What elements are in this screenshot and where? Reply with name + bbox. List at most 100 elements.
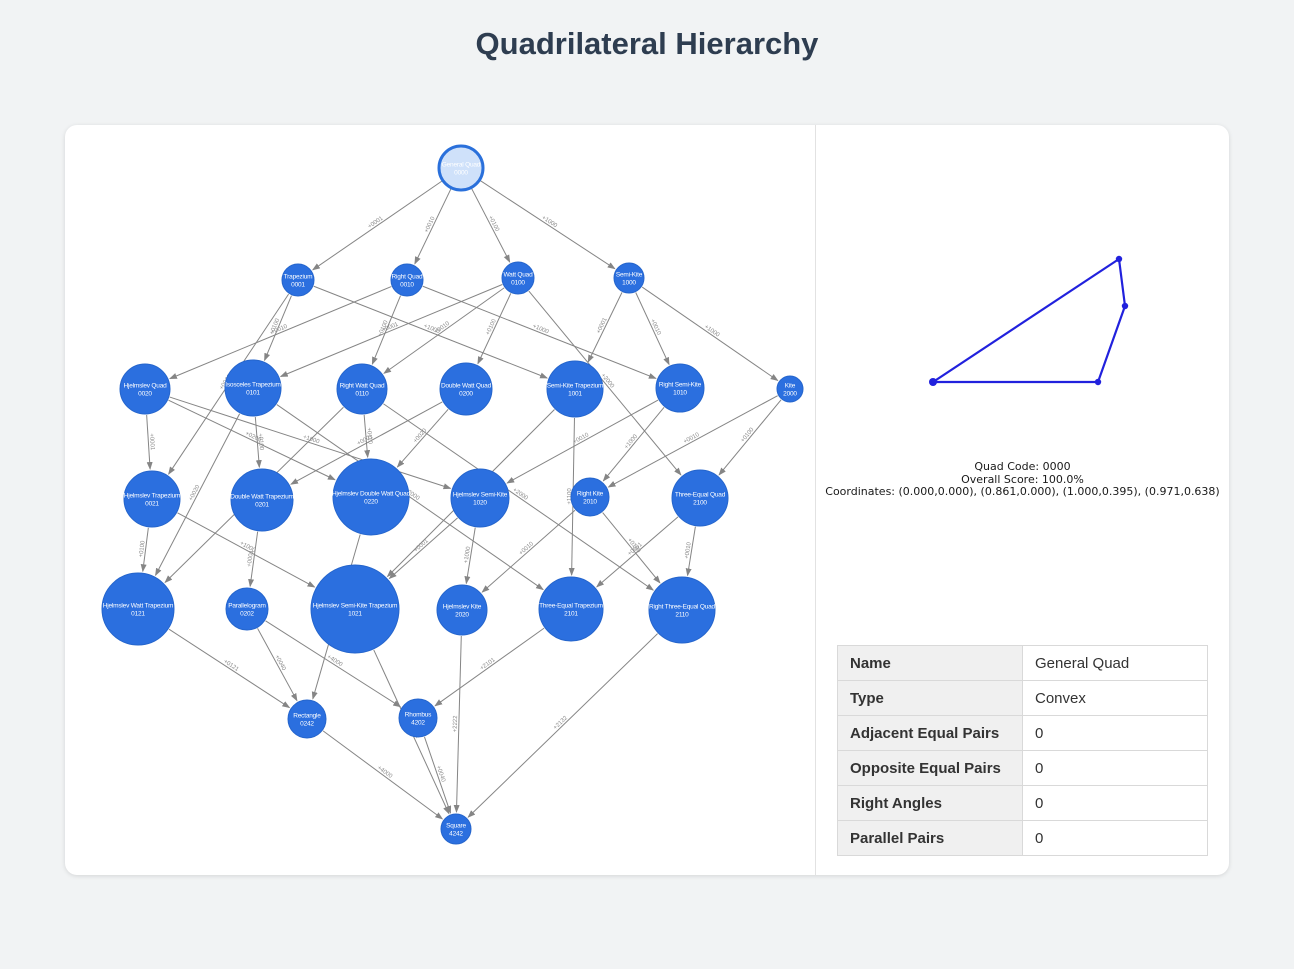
edge-label: +0040 — [435, 765, 446, 784]
edge-2010-2110 — [602, 512, 661, 584]
quad-info: Quad Code: 0000 Overall Score: 100.0% Co… — [816, 460, 1229, 499]
edge-label: +2101 — [479, 657, 497, 672]
edge-2101-4202 — [434, 627, 545, 707]
edge-0100-0200 — [477, 293, 512, 365]
edge-label: +4000 — [376, 765, 394, 780]
edge-1010-2010 — [602, 406, 665, 482]
main-card: +0001+0010+0100+1000+0100+1000+0020+0010… — [65, 125, 1229, 875]
edge-2100-2101 — [596, 516, 679, 588]
edge-0010-0020 — [169, 286, 392, 380]
edge-0200-0201 — [290, 401, 443, 485]
edge-label: +1100 — [567, 488, 573, 505]
property-label: Opposite Equal Pairs — [837, 750, 1023, 786]
edge-label: +0001 — [367, 215, 385, 230]
property-label: Name — [837, 645, 1023, 681]
edge-label: +0100 — [485, 318, 498, 336]
property-label: Adjacent Equal Pairs — [837, 715, 1023, 751]
edge-label: +0100 — [257, 433, 264, 451]
hierarchy-graph-panel[interactable]: +0001+0010+0100+1000+0100+1000+0020+0010… — [65, 125, 815, 875]
edge-label: +0010 — [684, 541, 693, 559]
edge-0020-1020 — [169, 396, 452, 490]
edge-0020-0220 — [168, 399, 336, 481]
quad-vertex — [929, 378, 937, 386]
edge-0101-0201 — [254, 416, 262, 469]
quad-vertex — [1115, 255, 1123, 263]
edge-label: +1000 — [531, 324, 549, 336]
page-title: Quadrilateral Hierarchy — [475, 26, 819, 61]
edge-label: +1000 — [624, 433, 640, 450]
edge-0201-0202 — [248, 531, 259, 588]
edge-1000-1001 — [587, 292, 623, 363]
panel-divider — [815, 125, 816, 875]
property-value: 0 — [1022, 750, 1208, 786]
edge-label: +2222 — [453, 715, 459, 733]
edge-label: +0001 — [596, 316, 609, 334]
edge-label: +0001 — [247, 549, 255, 567]
edge-0001-0101 — [264, 295, 292, 362]
edge-0100-0101 — [279, 284, 503, 377]
quad-code-line: Quad Code: 0000 — [974, 460, 1071, 473]
edge-label: +0001 — [413, 538, 430, 554]
detail-panel: Quad Code: 0000 Overall Score: 100.0% Co… — [816, 125, 1229, 875]
quad-outline — [931, 257, 1127, 384]
property-value: 0 — [1022, 820, 1208, 856]
edge-label: +2000 — [511, 487, 529, 502]
edge-0202-4202 — [265, 620, 402, 708]
property-value: Convex — [1022, 680, 1208, 716]
property-value: General Quad — [1022, 645, 1208, 681]
edge-label: +0010 — [424, 215, 437, 233]
edge-label: +0100 — [487, 215, 500, 233]
quad-vertex — [1121, 302, 1129, 310]
edge-label: +0100 — [740, 427, 756, 444]
property-label: Parallel Pairs — [837, 820, 1023, 856]
edge-2000-2100 — [718, 399, 782, 476]
edge-0000-1000 — [479, 180, 616, 270]
hierarchy-graph-canvas[interactable]: +0001+0010+0100+1000+0100+1000+0020+0010… — [65, 125, 815, 875]
edge-label: +0010 — [518, 541, 535, 557]
edge-label: +0100 — [139, 540, 147, 558]
edge-label: +0010 — [434, 320, 452, 335]
edge-1000-1010 — [635, 292, 670, 366]
edge-0010-0110 — [371, 295, 401, 365]
edge-2020-4242 — [453, 635, 462, 814]
edge-1000-2000 — [641, 286, 779, 382]
edge-0110-2110 — [383, 403, 655, 591]
property-label: Type — [837, 680, 1023, 716]
edge-label: +1000 — [302, 434, 321, 445]
edge-4202-4242 — [424, 736, 452, 814]
edge-0121-0242 — [168, 628, 291, 709]
